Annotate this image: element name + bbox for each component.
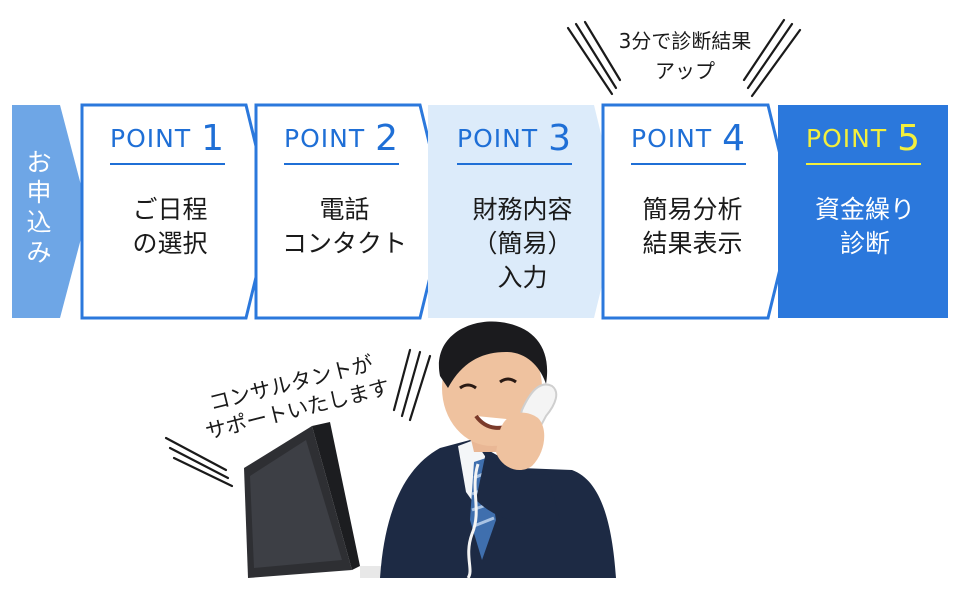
step-3-title: 財務内容 （簡易） 入力 <box>472 195 573 292</box>
step-2-point-word: POINT <box>284 124 366 153</box>
step-2-title: 電話 コンタクト <box>281 195 407 258</box>
step-4-point-word: POINT <box>631 124 713 153</box>
computer-monitor-icon <box>244 422 360 578</box>
emphasis-lines-consultant <box>164 348 432 488</box>
entry-chevron <box>12 105 88 318</box>
step-3-chevron <box>428 105 620 318</box>
step-1-point-number: 1 <box>201 118 226 159</box>
step-3-point-number: 3 <box>548 118 573 159</box>
step-4-point-number: 4 <box>722 118 747 159</box>
step-4-point-label: POINT 4 <box>631 118 747 165</box>
result-callout: 3分で診断結果 アップ <box>618 29 752 83</box>
step-1-point-label: POINT 1 <box>110 118 226 165</box>
step-3-point-word: POINT <box>457 124 539 153</box>
step-2-point-number: 2 <box>375 118 400 159</box>
step-4-title: 簡易分析 結果表示 <box>642 195 743 258</box>
step-5-box <box>778 105 948 318</box>
step-3-point-label: POINT 3 <box>457 118 573 165</box>
step-1-point-word: POINT <box>110 124 192 153</box>
person-on-phone-photo <box>240 321 620 579</box>
step-5-point-word: POINT <box>806 124 888 153</box>
step-2-point-label: POINT 2 <box>284 118 400 165</box>
emphasis-lines-top <box>566 18 802 98</box>
step-1-title: ご日程 の選択 <box>132 195 208 258</box>
step-5-title: 資金繰り 診断 <box>814 195 915 258</box>
step-5-point-number: 5 <box>897 118 922 159</box>
step-5-point-label: POINT 5 <box>806 118 922 165</box>
entry-label: お 申 込 み <box>26 148 52 267</box>
